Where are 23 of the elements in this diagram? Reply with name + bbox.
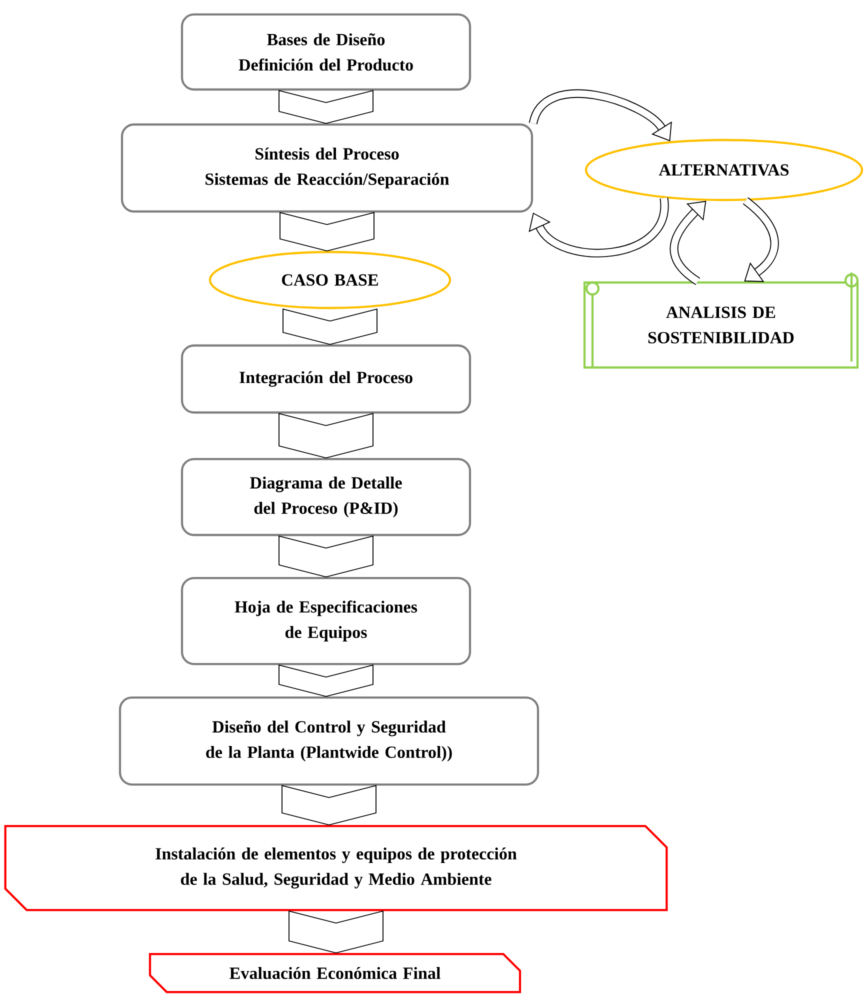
curved-arrow [670, 200, 706, 285]
ellipse-node: ALTERNATIVAS [584, 138, 864, 202]
chevron-arrow [278, 412, 374, 458]
chevron-arrow [282, 308, 378, 345]
chevron-arrow [280, 212, 374, 252]
chevron-arrow [288, 910, 384, 954]
chevron-arrow [278, 535, 374, 578]
chevron-arrow [278, 90, 374, 124]
process-box: Evaluación Económica Final [148, 952, 522, 994]
chevron-arrow [278, 664, 374, 697]
process-box: Instalación de elementos y equipos de protección de la Salud, Seguridad y Medio Ambiente [4, 824, 668, 912]
scroll-box: ANALISIS DE SOSTENIBILIDAD [583, 272, 859, 369]
process-box: Diagrama de Detalle del Proceso (P&ID) [180, 458, 472, 536]
process-box: Síntesis del Proceso Sistemas de Reacción/Separación [120, 123, 534, 213]
ellipse-node: CASO BASE [208, 250, 452, 310]
process-box: Bases de Diseño Definición del Producto [180, 13, 472, 91]
curved-arrow [742, 197, 779, 282]
process-box: Integración del Proceso [180, 344, 472, 414]
curved-arrow [529, 89, 672, 142]
chevron-arrow [282, 784, 376, 826]
curved-arrow [528, 198, 668, 258]
process-box: Hoja de Especificaciones de Equipos [180, 576, 472, 666]
process-box: Diseño del Control y Seguridad de la Planta (Plantwide Control)) [118, 696, 540, 786]
